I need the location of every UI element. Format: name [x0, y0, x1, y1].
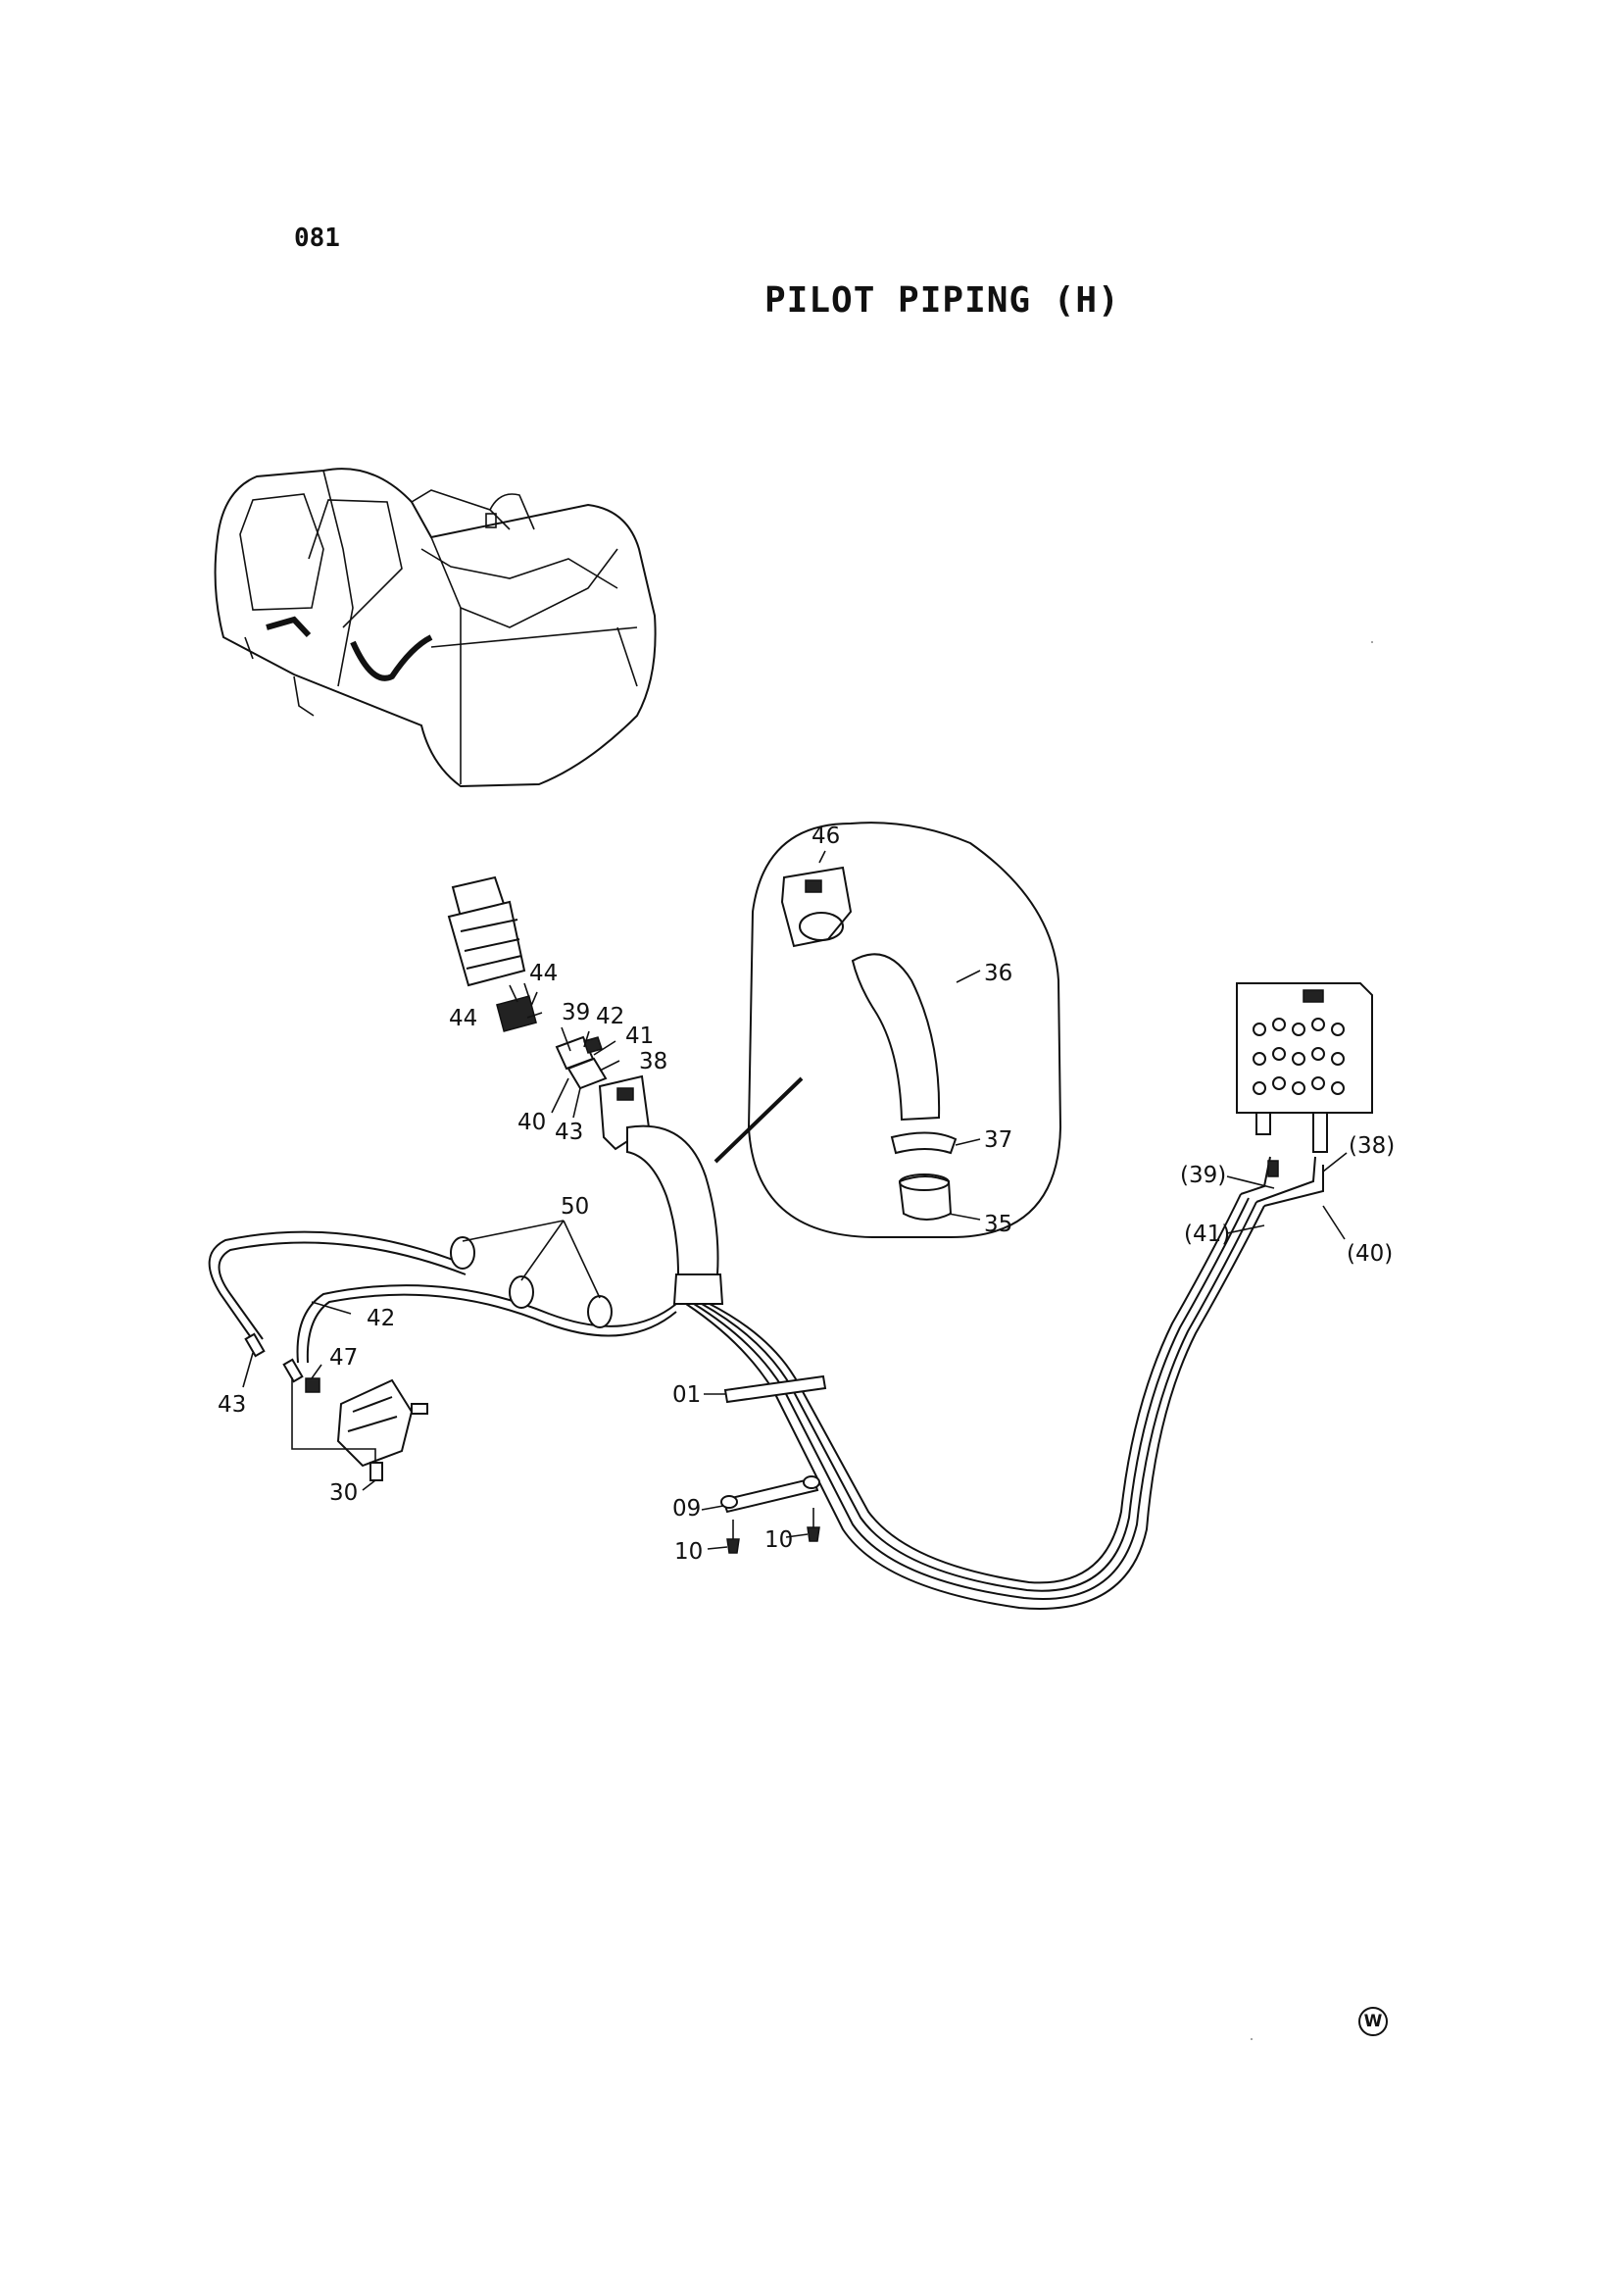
bracket-01 — [723, 1374, 827, 1404]
callout-10b: 10 — [764, 1527, 793, 1553]
callout-40: 40 — [517, 1110, 546, 1135]
page-title: PILOT PIPING (H) — [764, 280, 1120, 321]
hose-bundle — [626, 1124, 719, 1275]
callout-39: 39 — [562, 1000, 590, 1025]
callout-09: 09 — [672, 1496, 701, 1522]
callout-37: 37 — [984, 1127, 1012, 1153]
callout-36: 36 — [984, 961, 1012, 986]
callout-44b: 44 — [449, 1006, 477, 1031]
clamp-37 — [890, 1131, 958, 1155]
scan-dot — [1371, 641, 1373, 643]
callout-47: 47 — [329, 1345, 358, 1371]
callout-35: 35 — [984, 1212, 1012, 1237]
excavator-overview — [214, 468, 657, 788]
callout-10a: 10 — [674, 1539, 703, 1565]
fitting-43 — [244, 1332, 266, 1358]
callout-44a: 44 — [529, 961, 558, 986]
callout-43a: 43 — [555, 1120, 583, 1145]
callout-40-paren: (40) — [1347, 1241, 1393, 1267]
hose-clamp — [672, 1273, 724, 1305]
bolt-10b — [807, 1526, 820, 1542]
callout-41: 41 — [625, 1023, 654, 1049]
callout-38-paren: (38) — [1349, 1133, 1395, 1159]
control-valve-block — [1236, 982, 1373, 1177]
callout-01: 01 — [672, 1382, 701, 1408]
bolt-10a — [726, 1538, 740, 1554]
footer-mark: W — [1358, 2007, 1388, 2036]
pump — [244, 1332, 428, 1481]
callout-50: 50 — [561, 1194, 589, 1220]
clips-50 — [450, 1236, 613, 1328]
callout-30: 30 — [329, 1480, 358, 1506]
callout-38: 38 — [639, 1049, 667, 1074]
leader-lines — [242, 991, 1348, 1550]
cap-35 — [898, 1175, 953, 1221]
hose-36 — [851, 953, 941, 1122]
page-code: 081 — [294, 224, 340, 253]
callout-41-paren: (41) — [1184, 1222, 1230, 1247]
scan-dot — [1251, 2038, 1253, 2040]
fitting-47 — [305, 1377, 320, 1393]
fitting-cluster — [555, 1035, 608, 1090]
pilot-valve — [447, 875, 537, 1032]
detail-bubble — [747, 822, 1062, 1238]
callout-43b: 43 — [218, 1392, 246, 1418]
callout-42b: 42 — [367, 1306, 395, 1331]
callout-46: 46 — [812, 824, 840, 849]
callout-39-paren: (39) — [1180, 1163, 1226, 1188]
grommet-hole — [805, 879, 822, 893]
callout-42a: 42 — [596, 1004, 624, 1029]
